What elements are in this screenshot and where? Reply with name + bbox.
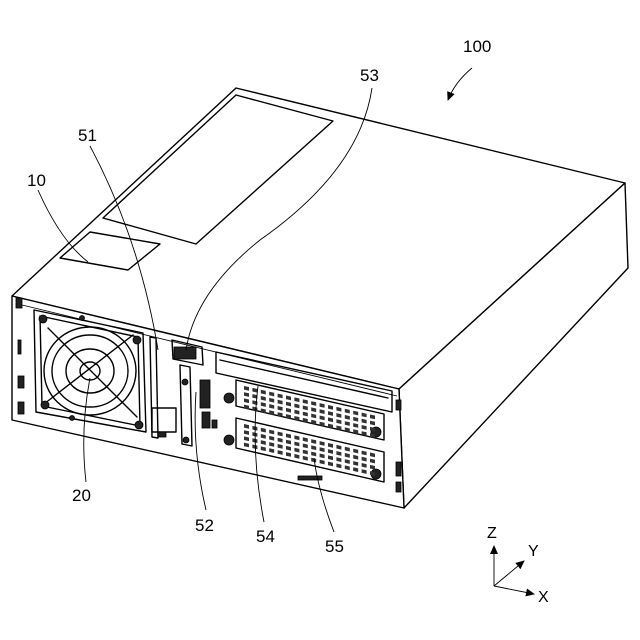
label-10: 10 xyxy=(27,171,46,190)
x-axis-arrow xyxy=(494,586,534,594)
label-20: 20 xyxy=(72,486,91,505)
x-axis-label: X xyxy=(538,589,549,606)
label-51: 51 xyxy=(78,126,97,145)
label-54: 54 xyxy=(256,527,275,546)
y-axis-label: Y xyxy=(528,543,539,560)
y-axis-arrow xyxy=(494,561,524,586)
axis-indicator: Z Y X xyxy=(487,525,549,606)
label-100: 100 xyxy=(463,37,491,56)
z-axis-label: Z xyxy=(487,525,497,542)
label-52: 52 xyxy=(195,516,214,535)
label-53: 53 xyxy=(360,66,379,85)
housing-body xyxy=(12,88,628,508)
leader-100 xyxy=(448,68,472,100)
label-55: 55 xyxy=(325,537,344,556)
